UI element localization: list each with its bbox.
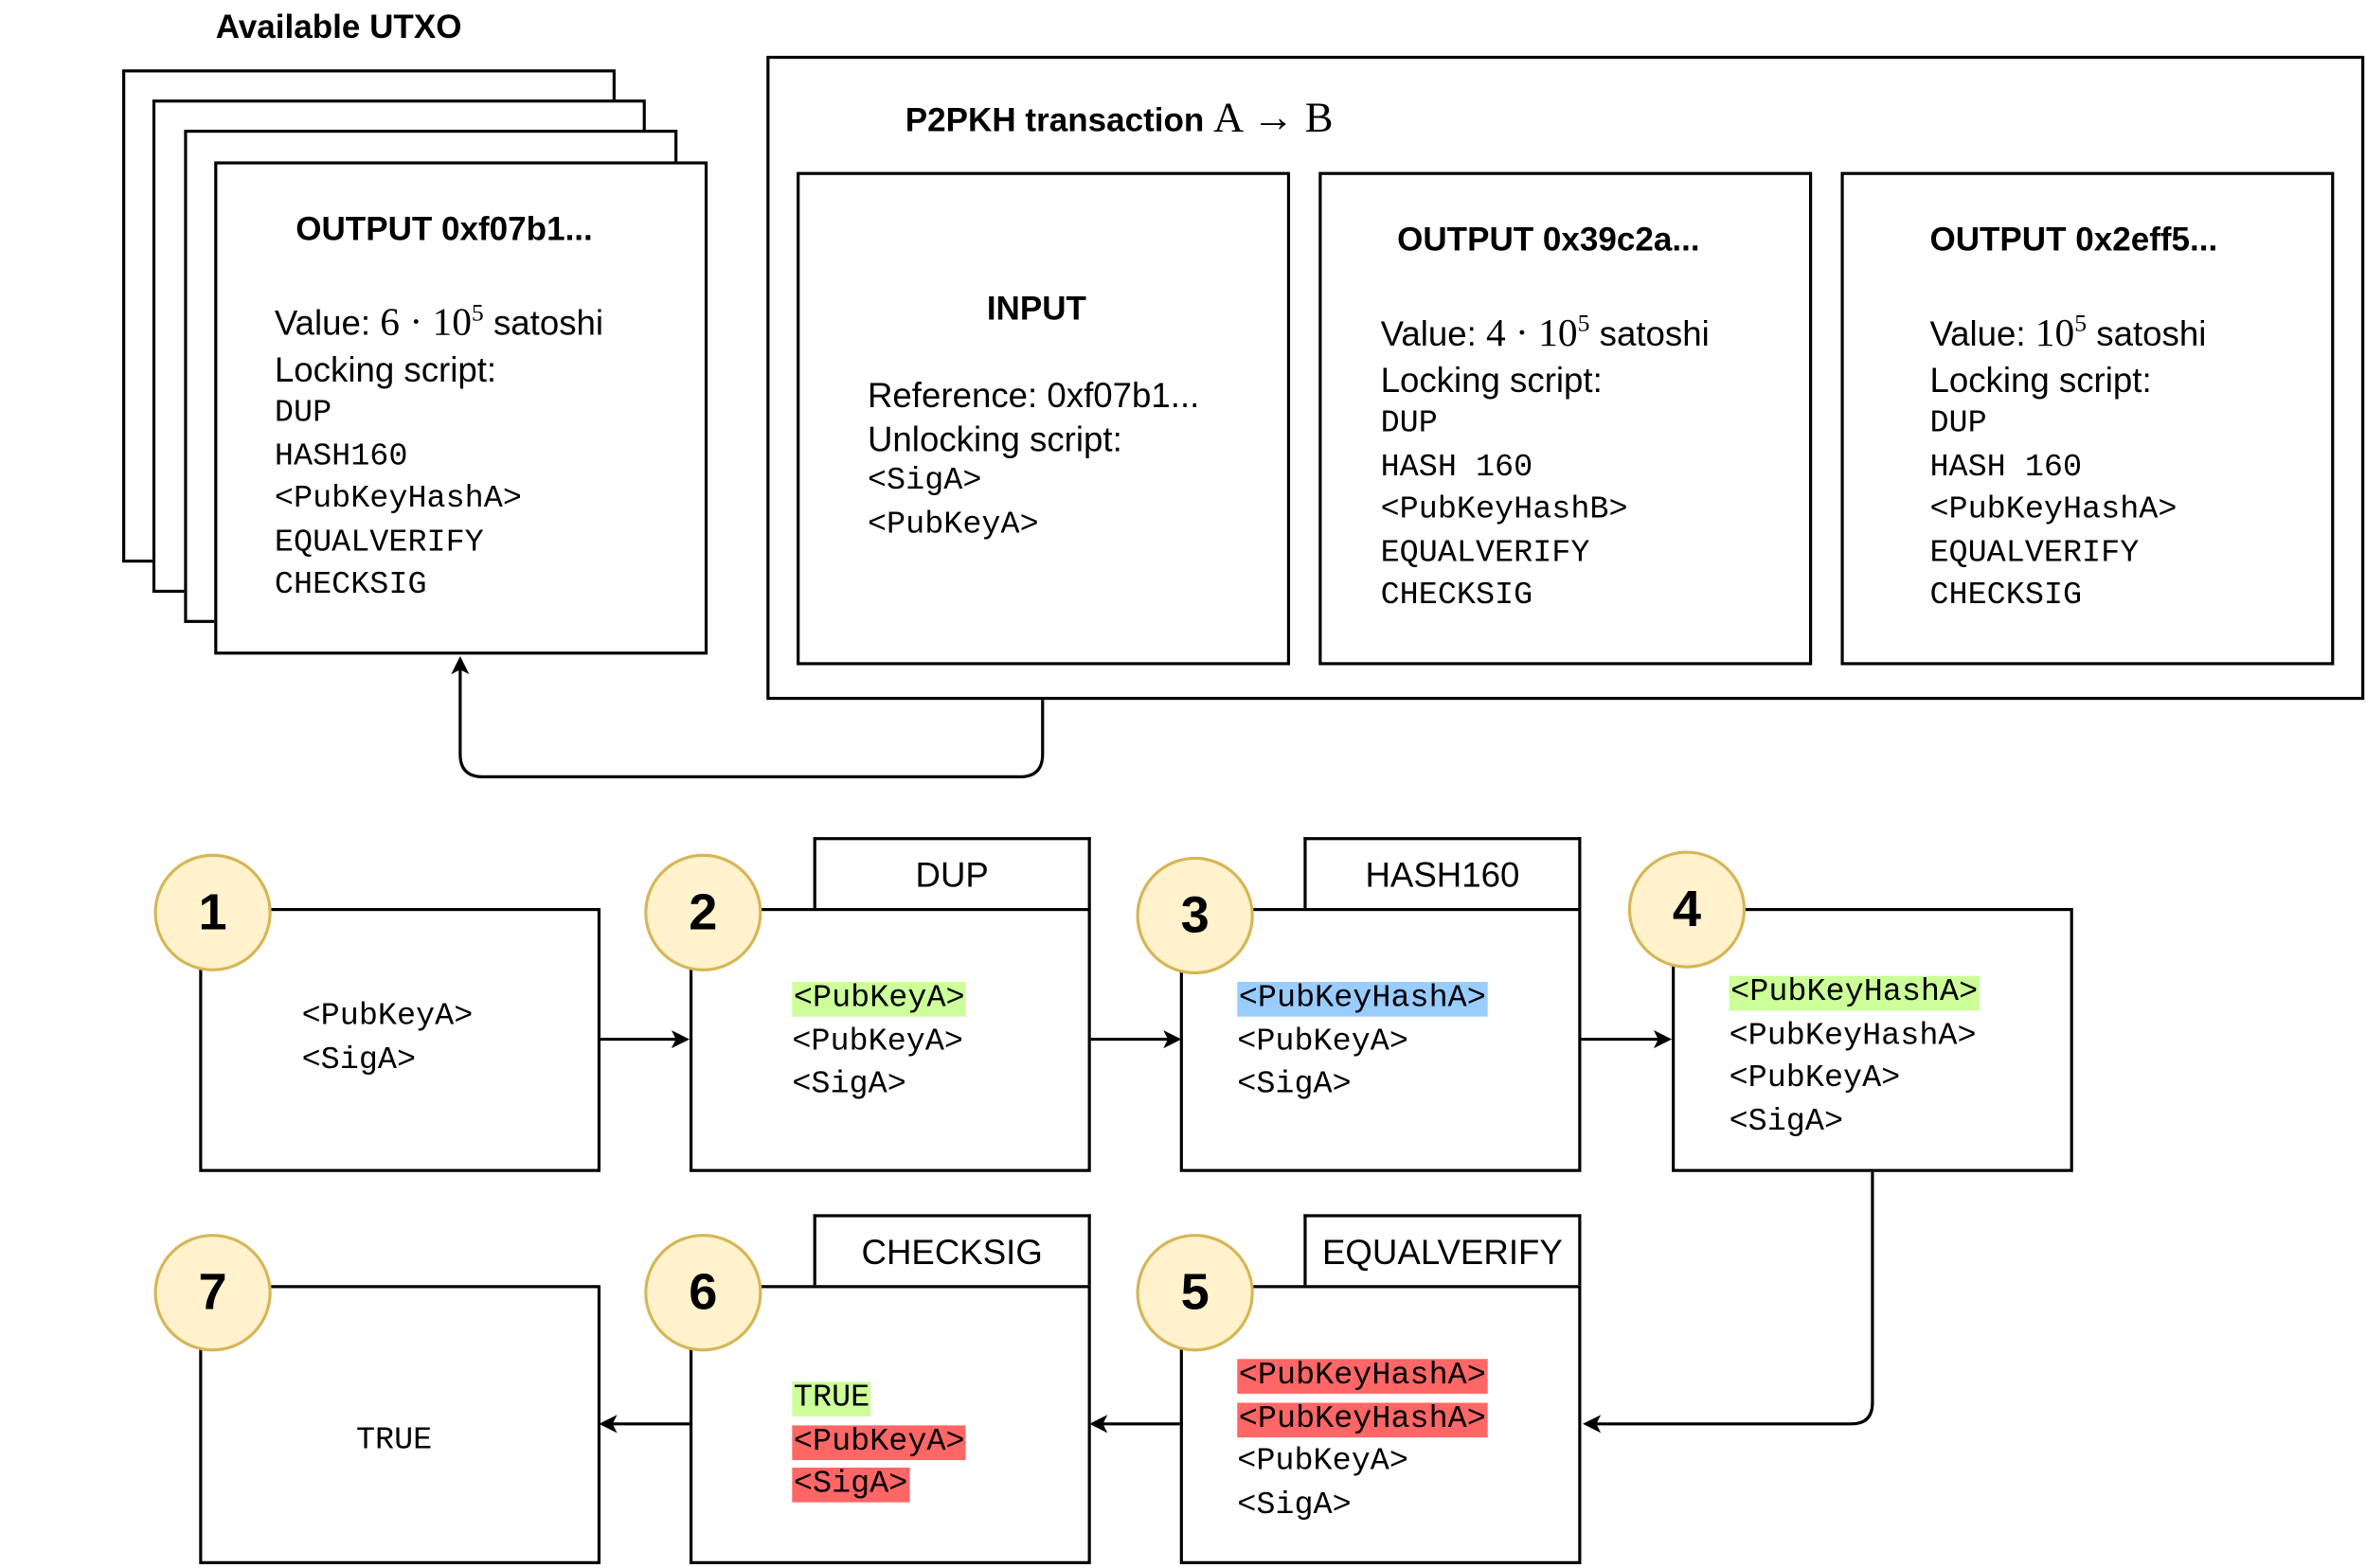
script-line: EQUALVERIFY: [274, 526, 484, 561]
output-card-b: OUTPUT 0x39c2a... Value: 4 · 105 satoshi…: [1318, 171, 1813, 666]
step-3-stack: <PubKeyHashA> <PubKeyA> <SigA>: [1237, 979, 1488, 1108]
utxo-title: Available UTXO: [215, 7, 462, 45]
script-line: DUP: [274, 396, 332, 432]
utxo-output-card: OUTPUT 0xf07b1... Value: 6 · 105 satoshi…: [214, 161, 708, 655]
utxo-output-title: OUTPUT 0xf07b1...: [296, 209, 593, 248]
output-b-locking-label: Locking script:: [1380, 360, 1603, 401]
utxo-output-value: Value: 6 · 105 satoshi: [274, 300, 604, 345]
stack-item: <PubKeyA>: [301, 1000, 474, 1035]
script-line: <PubKeyA>: [867, 508, 1039, 543]
utxo-output-locking-label: Locking script:: [274, 349, 497, 389]
step-5-number: 5: [1136, 1234, 1254, 1352]
script-line: <PubKeyHashA>: [1929, 492, 2178, 528]
script-line: DUP: [1380, 407, 1438, 442]
script-line: <PubKeyHashA>: [274, 482, 522, 518]
step-3-number: 3: [1136, 856, 1254, 975]
output-a-title: OUTPUT 0x2eff5...: [1929, 220, 2218, 258]
step-4-stack: <PubKeyHashA> <PubKeyHashA> <PubKeyA> <S…: [1729, 972, 1980, 1145]
step-4-stack-box: <PubKeyHashA> <PubKeyHashA> <PubKeyA> <S…: [1672, 907, 2073, 1172]
input-unlocking-label: Unlocking script:: [867, 419, 1122, 459]
stack-item-highlight-green: <PubKeyA>: [792, 982, 967, 1017]
stack-item-highlight-green: <PubKeyHashA>: [1729, 975, 1980, 1011]
stack-item-highlight-blue: <PubKeyHashA>: [1237, 982, 1488, 1017]
stack-item: <SigA>: [1729, 1104, 1844, 1140]
stack-item-highlight-red: <PubKeyA>: [792, 1424, 967, 1460]
output-b-title: OUTPUT 0x39c2a...: [1397, 220, 1700, 258]
step-6-stack-box: TRUE <PubKeyA> <SigA>: [690, 1285, 1091, 1564]
script-line: CHECKSIG: [1380, 579, 1533, 615]
stack-item: TRUE: [355, 1423, 433, 1459]
step-2-op-label: DUP: [813, 837, 1091, 910]
script-line: HASH160: [274, 439, 408, 474]
step-5-stack-box: <PubKeyHashA> <PubKeyHashA> <PubKeyA> <S…: [1179, 1285, 1582, 1564]
step-3-op-label: HASH160: [1303, 837, 1582, 910]
step-1-stack: <PubKeyA> <SigA>: [302, 997, 474, 1083]
transaction-title: P2PKH transaction A → B: [905, 95, 1334, 142]
stack-item: <PubKeyA>: [1237, 1445, 1408, 1480]
output-card-a: OUTPUT 0x2eff5... Value: 105 satoshi Loc…: [1840, 171, 2335, 666]
input-card: INPUT Reference: 0xf07b1... Unlocking sc…: [797, 171, 1291, 666]
output-a-locking-label: Locking script:: [1929, 360, 2152, 401]
reference-arrow: [451, 655, 1045, 778]
output-b-script: DUP HASH 160 <PubKeyHashB> EQUALVERIFY C…: [1381, 404, 1628, 619]
stack-item: <SigA>: [792, 1067, 906, 1103]
step-5-stack: <PubKeyHashA> <PubKeyHashA> <PubKeyA> <S…: [1237, 1356, 1488, 1528]
script-line: <PubKeyHashB>: [1380, 492, 1628, 528]
arrow-4-5: [1583, 1171, 1874, 1434]
step-6-stack: TRUE <PubKeyA> <SigA>: [792, 1379, 967, 1507]
stack-item: <PubKeyA>: [1237, 1025, 1408, 1060]
step-2-stack-box: <PubKeyA> <PubKeyA> <SigA>: [690, 907, 1091, 1172]
script-line: HASH 160: [1380, 450, 1533, 486]
step-7-stack: TRUE: [356, 1421, 432, 1464]
step-4-number: 4: [1627, 850, 1747, 969]
stack-item: <SigA>: [1237, 1488, 1352, 1523]
script-line: CHECKSIG: [1929, 579, 2083, 615]
output-a-script: DUP HASH 160 <PubKeyHashA> EQUALVERIFY C…: [1929, 404, 2177, 619]
input-title: INPUT: [986, 289, 1086, 328]
stack-item: <PubKeyA>: [1729, 1061, 1901, 1097]
stack-item-highlight-red: <SigA>: [792, 1467, 909, 1503]
step-1-number: 1: [153, 853, 272, 971]
script-line: EQUALVERIFY: [1380, 536, 1590, 571]
script-line: EQUALVERIFY: [1929, 536, 2140, 571]
stack-item: <PubKeyA>: [792, 1025, 964, 1060]
step-7-stack-box: TRUE: [199, 1285, 601, 1564]
utxo-output-script: DUP HASH160 <PubKeyHashA> EQUALVERIFY CH…: [275, 394, 522, 609]
step-6-op-label: CHECKSIG: [813, 1214, 1091, 1287]
step-2-number: 2: [644, 853, 762, 971]
step-2-stack: <PubKeyA> <PubKeyA> <SigA>: [792, 979, 967, 1108]
stack-item: <SigA>: [301, 1042, 417, 1078]
input-reference: Reference: 0xf07b1...: [867, 375, 1200, 416]
script-line: <SigA>: [867, 464, 982, 500]
step-6-number: 6: [644, 1234, 762, 1352]
stack-item: <PubKeyHashA>: [1729, 1019, 1977, 1054]
output-a-value: Value: 105 satoshi: [1929, 311, 2207, 355]
step-5-op-label: EQUALVERIFY: [1303, 1214, 1582, 1287]
stack-item-highlight-red: <PubKeyHashA>: [1237, 1359, 1488, 1394]
script-line: HASH 160: [1929, 450, 2083, 486]
step-3-stack-box: <PubKeyHashA> <PubKeyA> <SigA>: [1179, 907, 1582, 1172]
script-line: DUP: [1929, 407, 1987, 442]
step-7-number: 7: [153, 1234, 272, 1352]
step-1-stack-box: <PubKeyA> <SigA>: [199, 907, 601, 1172]
script-line: CHECKSIG: [274, 568, 427, 604]
stack-item-highlight-red: <PubKeyHashA>: [1237, 1401, 1488, 1437]
output-b-value: Value: 4 · 105 satoshi: [1380, 311, 1710, 355]
stack-item-highlight-green: TRUE: [792, 1381, 871, 1417]
input-script: <SigA> <PubKeyA>: [868, 461, 1039, 547]
stack-item: <SigA>: [1237, 1067, 1352, 1103]
